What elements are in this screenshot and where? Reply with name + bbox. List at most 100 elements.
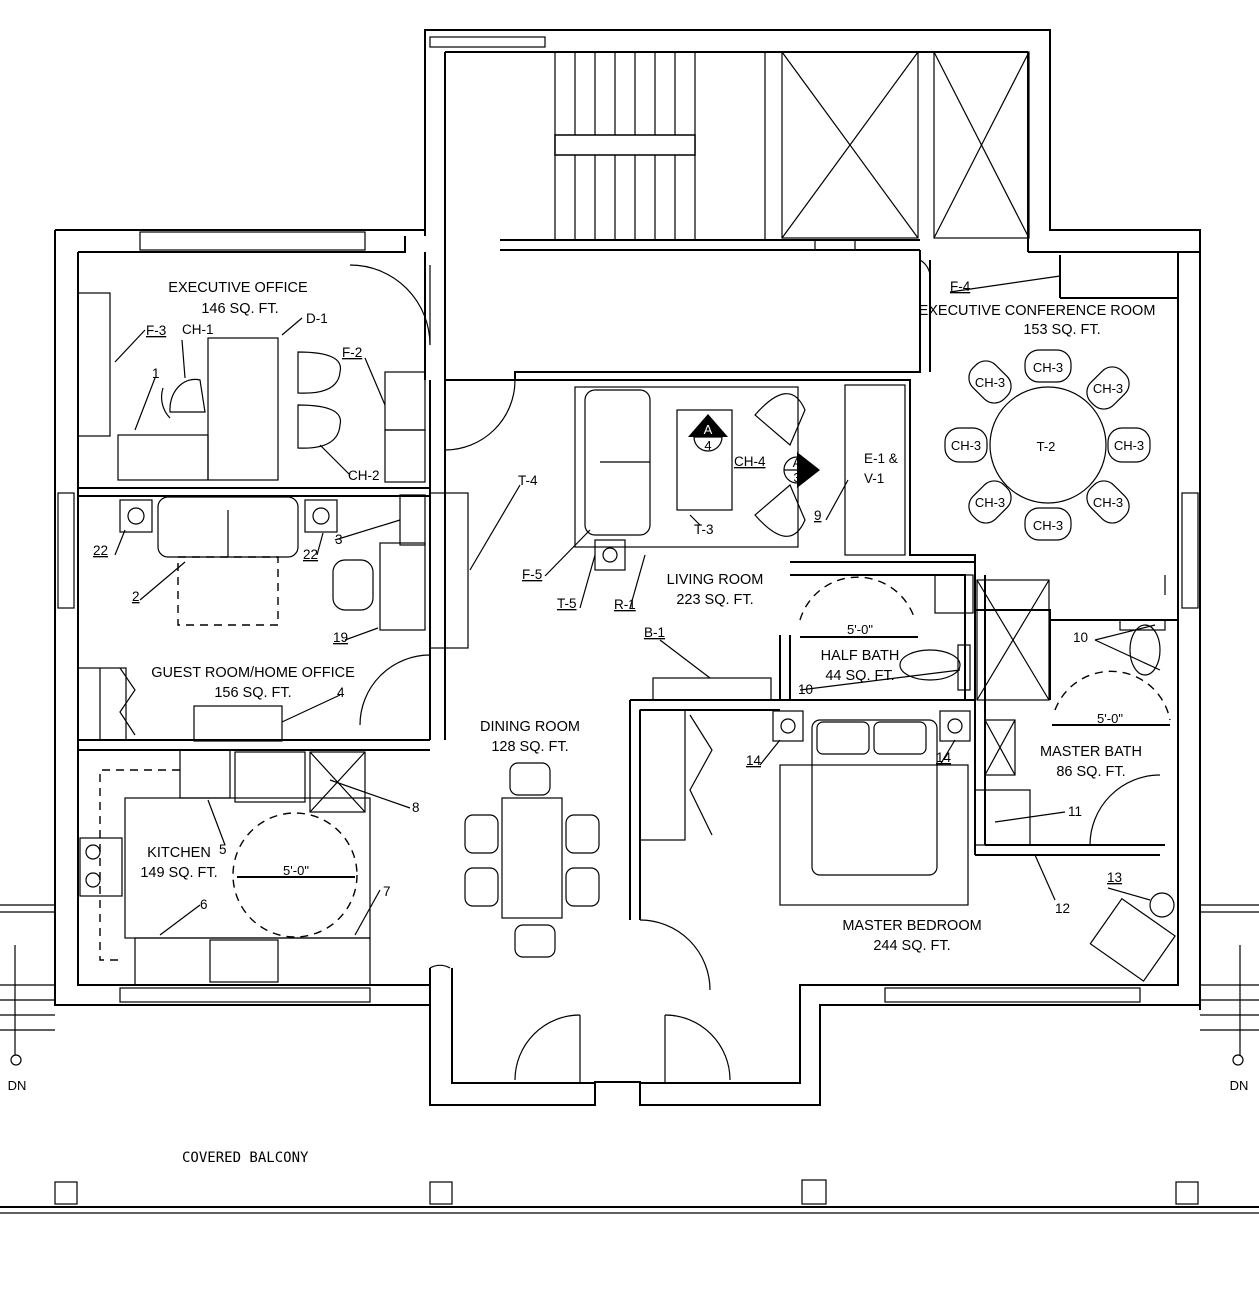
tag-5: 5 <box>219 842 227 857</box>
marker-a4-letter: A <box>704 422 713 437</box>
balcony-label: COVERED BALCONY <box>182 1150 309 1166</box>
svg-text:CH-3: CH-3 <box>951 438 981 453</box>
dimension-lines <box>237 636 1170 878</box>
master-bath-area: 86 SQ. FT. <box>1056 764 1125 780</box>
stair-core <box>500 51 1030 251</box>
conference-furniture <box>989 386 1107 504</box>
bath-fixtures <box>799 574 1171 846</box>
kitchen-name: KITCHEN <box>147 845 211 861</box>
tag-14-left: 14 <box>746 753 762 768</box>
conference-chair-right: CH-3 <box>1107 427 1151 463</box>
tag-ch2: CH-2 <box>348 468 380 483</box>
guest-room-name: GUEST ROOM/HOME OFFICE <box>151 665 355 681</box>
outer-walls <box>54 29 1201 1106</box>
doors <box>349 259 1161 1083</box>
tag-t3: T-3 <box>694 522 714 537</box>
section-marker-a4: A 4 <box>688 414 728 453</box>
tag-v1: V-1 <box>864 471 884 486</box>
guest-room-furniture <box>77 492 469 742</box>
guest-room-area: 156 SQ. FT. <box>214 685 291 701</box>
half-bath-dimension: 5'-0" <box>847 622 873 637</box>
master-bedroom-furniture <box>639 709 1176 982</box>
leader-lines <box>114 275 1166 936</box>
tag-b1: B-1 <box>644 625 665 640</box>
master-bath-name: MASTER BATH <box>1040 744 1142 760</box>
conference-chair-top-right: CH-3 <box>1086 366 1130 410</box>
exec-office-name: EXECUTIVE OFFICE <box>168 280 308 296</box>
tag-7: 7 <box>383 884 391 899</box>
tag-6: 6 <box>200 897 208 912</box>
dining-furniture <box>464 762 600 958</box>
tag-d1: D-1 <box>306 311 328 326</box>
conference-chair-bottom-right: CH-3 <box>1086 480 1130 524</box>
conference-chair-bottom: CH-3 <box>1024 507 1072 541</box>
svg-text:DN: DN <box>8 1078 27 1093</box>
tag-2: 2 <box>132 589 140 604</box>
tag-f5: F-5 <box>522 567 542 582</box>
tag-11: 11 <box>1068 804 1082 819</box>
tag-4: 4 <box>337 685 345 700</box>
tag-1: 1 <box>152 366 160 381</box>
half-bath-area: 44 SQ. FT. <box>825 668 894 684</box>
exec-office-area: 146 SQ. FT. <box>201 301 278 317</box>
dining-room-name: DINING ROOM <box>480 719 580 735</box>
master-bedroom-area: 244 SQ. FT. <box>873 938 950 954</box>
tag-12: 12 <box>1055 901 1070 916</box>
svg-text:CH-3: CH-3 <box>1093 381 1123 396</box>
exterior-stairs <box>0 945 1259 1055</box>
svg-text:CH-3: CH-3 <box>1093 495 1123 510</box>
tag-ch1: CH-1 <box>182 322 214 337</box>
balcony <box>0 1179 1259 1214</box>
tag-r1: R-1 <box>614 597 636 612</box>
svg-text:CH-3: CH-3 <box>1033 518 1063 533</box>
conference-chair-bottom-left: CH-3 <box>968 480 1012 524</box>
section-marker-a3: A 3 <box>783 452 820 488</box>
exec-office-furniture <box>77 292 426 483</box>
conference-table-tag: T-2 <box>1037 439 1056 454</box>
interior-walls <box>0 250 1259 920</box>
conference-chair-left: CH-3 <box>944 427 988 463</box>
master-bath-dimension: 5'-0" <box>1097 711 1123 726</box>
marker-a4-number: 4 <box>704 438 711 453</box>
kitchen-fixtures <box>79 749 371 986</box>
tag-8: 8 <box>412 800 420 815</box>
tag-t5: T-5 <box>557 596 577 611</box>
living-room-furniture <box>574 384 906 701</box>
tag-14-right: 14 <box>936 750 952 765</box>
svg-text:CH-3: CH-3 <box>975 495 1005 510</box>
svg-text:CH-3: CH-3 <box>1033 360 1063 375</box>
kitchen-dimension: 5'-0" <box>283 863 309 878</box>
tag-10-half-bath: 10 <box>798 682 813 697</box>
tag-t4: T-4 <box>518 473 538 488</box>
dining-room-area: 128 SQ. FT. <box>491 739 568 755</box>
tag-22-right: 22 <box>303 547 318 562</box>
conference-room-name: EXECUTIVE CONFERENCE ROOM <box>919 303 1156 319</box>
tag-22-left: 22 <box>93 543 108 558</box>
tag-f4: F-4 <box>950 279 971 294</box>
tag-3: 3 <box>335 532 343 547</box>
half-bath-name: HALF BATH <box>821 648 900 664</box>
stair-down-left: DN <box>8 1054 27 1093</box>
stair-down-right: DN <box>1230 1054 1249 1093</box>
tag-e1: E-1 & <box>864 451 898 466</box>
marker-a3-number: 3 <box>793 470 800 485</box>
marker-a3-letter: A <box>793 455 802 470</box>
conference-chair-top-left: CH-3 <box>968 360 1012 404</box>
tag-ch4: CH-4 <box>734 454 766 469</box>
living-room-area: 223 SQ. FT. <box>676 592 753 608</box>
conference-room-area: 153 SQ. FT. <box>1023 322 1100 338</box>
tag-f3: F-3 <box>146 323 166 338</box>
tag-19: 19 <box>333 630 348 645</box>
svg-text:CH-3: CH-3 <box>1114 438 1144 453</box>
kitchen-area: 149 SQ. FT. <box>140 865 217 881</box>
tag-13: 13 <box>1107 870 1122 885</box>
tag-f2: F-2 <box>342 345 362 360</box>
svg-text:DN: DN <box>1230 1078 1249 1093</box>
tag-10-master-bath: 10 <box>1073 630 1088 645</box>
living-room-name: LIVING ROOM <box>667 572 764 588</box>
conference-chair-top: CH-3 <box>1024 349 1072 383</box>
tag-9: 9 <box>814 508 822 523</box>
svg-text:CH-3: CH-3 <box>975 375 1005 390</box>
master-bedroom-name: MASTER BEDROOM <box>842 918 981 934</box>
